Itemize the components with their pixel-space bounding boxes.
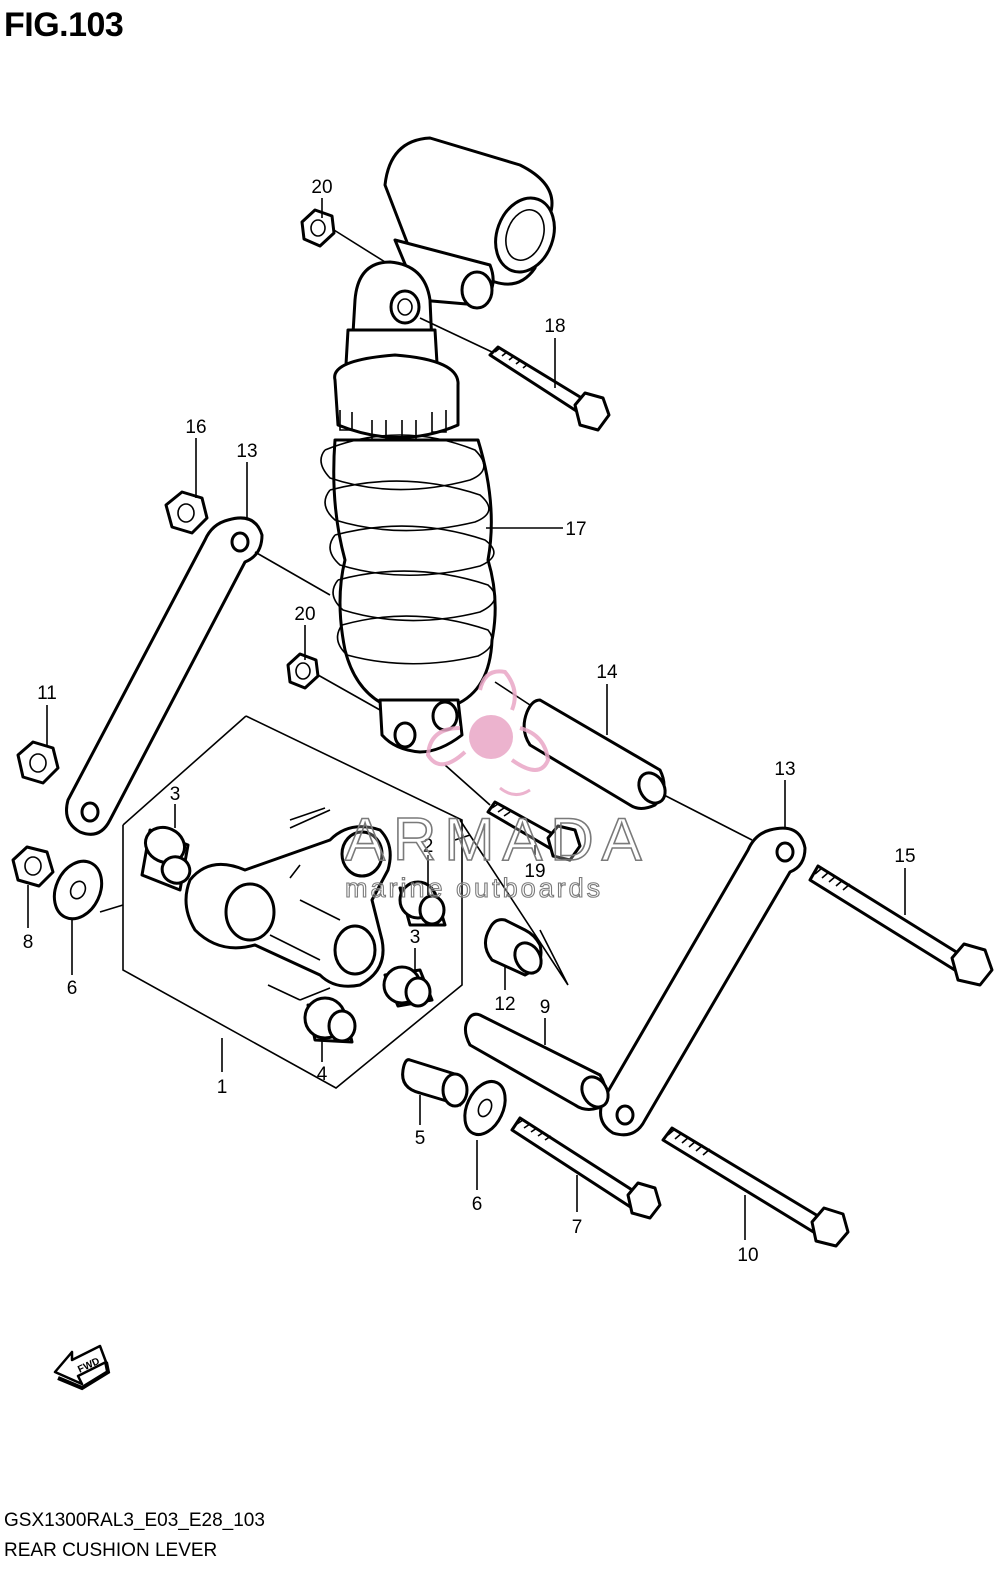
lower-shock-nut: [286, 652, 381, 711]
callout-label: 1: [217, 1077, 228, 1098]
cushion-lever: [184, 809, 392, 988]
callout-label: 5: [415, 1128, 426, 1149]
upper-shock-nut: [300, 208, 336, 248]
watermark-tagline: marine outboards: [345, 873, 603, 903]
callout-label: 8: [23, 932, 34, 953]
tie-rod-left: [65, 516, 331, 836]
armada-logo-icon: [425, 669, 551, 796]
callout-label: 4: [317, 1064, 328, 1085]
model-code: GSX1300RAL3_E03_E28_103: [4, 1510, 265, 1531]
bolt-7: [510, 1116, 662, 1220]
callout-label: 17: [565, 519, 586, 540]
callout-label: 9: [540, 997, 551, 1018]
spacer-9: [463, 1012, 610, 1111]
callout-label: 10: [737, 1245, 758, 1266]
upper-shock-bolt: [419, 317, 611, 432]
callout-label: 16: [185, 417, 206, 438]
callout-label: 20: [311, 177, 332, 198]
fwd-arrow-icon: FWD: [53, 1344, 111, 1391]
watermark-name: ARMADA: [345, 806, 650, 873]
callout-label: 19: [524, 861, 545, 882]
bolt-10: [661, 1126, 850, 1248]
bearing-3-upper: [140, 825, 192, 892]
callout-label: 12: [494, 994, 515, 1015]
callout-label: 20: [294, 604, 315, 625]
bearing-2: [398, 880, 447, 927]
watermark: ARMADA marine outboards: [344, 669, 650, 904]
bearing-4: [303, 996, 357, 1044]
nut-16: [164, 490, 209, 535]
bolt-19: [444, 764, 582, 862]
callout-label: 13: [774, 759, 795, 780]
nut-8: [11, 845, 55, 888]
figure-caption: REAR CUSHION LEVER: [4, 1540, 218, 1561]
bearing-3-lower: [382, 965, 434, 1008]
callout-label: 6: [472, 1194, 483, 1215]
tie-rod-right: [599, 826, 807, 1137]
leader-lines: [27, 198, 906, 1240]
washer-6-left: [52, 859, 104, 921]
collar-5: [401, 1058, 469, 1108]
bolt-15: [808, 864, 994, 987]
callout-label: 18: [544, 316, 565, 337]
callout-label: 6: [67, 978, 78, 999]
cushion-lever-box: [99, 715, 463, 1089]
collar-12: [454, 819, 569, 986]
callout-label: 11: [37, 683, 57, 704]
nut-11: [16, 740, 60, 785]
figure-title: FIG.103: [4, 6, 124, 44]
callout-label: 3: [410, 927, 421, 948]
rear-shock-absorber: [320, 136, 556, 754]
callout-label: 15: [894, 846, 915, 867]
callout-label: 2: [423, 836, 434, 857]
washer-6-right: [463, 1080, 507, 1136]
callout-label: 3: [170, 784, 181, 805]
callout-label: 13: [236, 441, 257, 462]
callout-labels: 20 18 16 13 17 20 11 14 3 2 19 13 15 8 6…: [23, 177, 916, 1266]
callout-label: 14: [596, 662, 618, 683]
spacer-14: [494, 681, 753, 841]
callout-label: 7: [572, 1217, 583, 1238]
